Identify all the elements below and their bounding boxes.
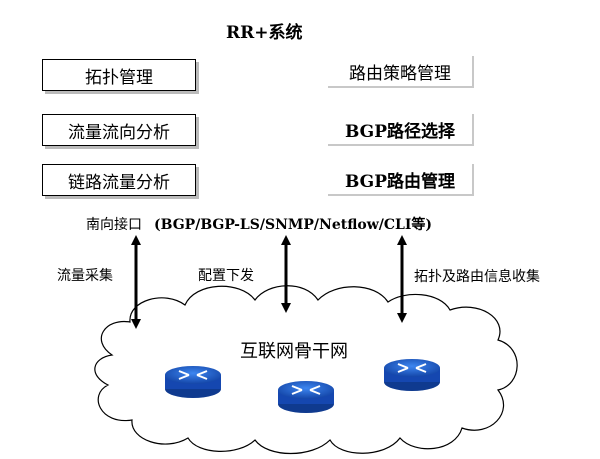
box-routing-policy-management: 路由策略管理 xyxy=(328,56,474,88)
southbound-protocols: (BGP/BGP-LS/SNMP/Netflow/CLI等) xyxy=(154,217,433,233)
arrow-label-config-delivery: 配置下发 xyxy=(198,268,254,284)
southbound-label: 南向接口 xyxy=(86,217,142,233)
box-label: 拓扑管理 xyxy=(85,67,153,88)
box-topology-management: 拓扑管理 xyxy=(42,59,196,91)
router-icon xyxy=(278,381,334,413)
cloud-label: 互联网骨干网 xyxy=(240,341,348,362)
router-icon xyxy=(165,366,221,398)
box-link-traffic-analysis: 链路流量分析 xyxy=(42,164,196,196)
box-label: 链路流量分析 xyxy=(68,172,170,193)
router-icon xyxy=(384,359,440,391)
southbound-interface-label: 南向接口 (BGP/BGP-LS/SNMP/Netflow/CLI等) xyxy=(86,214,432,234)
box-bgp-path-selection: BGP路径选择 xyxy=(328,114,474,146)
box-label: BGP路径选择 xyxy=(345,121,455,142)
arrow-label-topology-route-collection: 拓扑及路由信息收集 xyxy=(414,269,540,285)
internet-backbone-cloud xyxy=(94,285,518,455)
box-bgp-route-management: BGP路由管理 xyxy=(328,164,474,196)
box-label: BGP路由管理 xyxy=(345,171,455,192)
box-label: 流量流向分析 xyxy=(68,122,170,143)
box-traffic-flow-analysis: 流量流向分析 xyxy=(42,114,196,146)
arrow-label-traffic-collection: 流量采集 xyxy=(57,268,113,284)
diagram-title: RR+系统 xyxy=(226,23,303,43)
box-label: 路由策略管理 xyxy=(349,63,451,84)
